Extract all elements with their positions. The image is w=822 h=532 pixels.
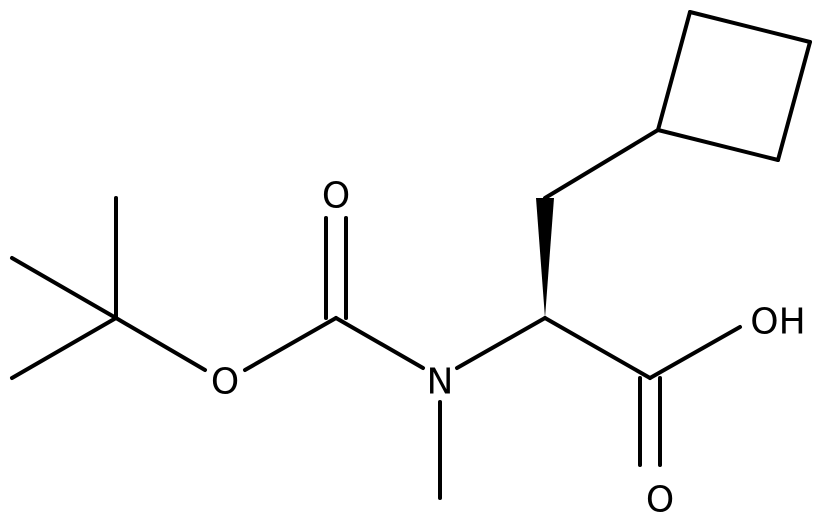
bond-alpha-to-acid-carbon bbox=[543, 316, 652, 380]
carbamate-ester-oxygen-label: O bbox=[211, 362, 239, 403]
bonds bbox=[10, 10, 812, 500]
acid-carbonyl-oxygen-label: O bbox=[646, 480, 674, 521]
bond-carbonyl-to-nitrogen bbox=[334, 316, 425, 370]
bond-acid-carbon-to-hydroxyl bbox=[648, 325, 742, 380]
bond-ester-oxygen-to-carbonyl bbox=[243, 316, 338, 372]
nitrogen-label: N bbox=[427, 362, 454, 403]
wedge-bond-stereocenter bbox=[536, 198, 554, 318]
carbamate-carbonyl-oxygen-label: O bbox=[322, 176, 350, 217]
bond-ch2-to-cyclobutyl bbox=[543, 128, 660, 200]
bond-ring-4 bbox=[656, 128, 780, 162]
atom-labels: O O N OH O bbox=[211, 176, 806, 521]
bond-ring-3 bbox=[776, 40, 812, 162]
bond-tbu-methyl-left-bottom bbox=[10, 316, 118, 380]
bond-tbu-methyl-left-top bbox=[10, 256, 118, 320]
hydroxyl-label: OH bbox=[750, 302, 805, 343]
bond-ring-2 bbox=[688, 10, 812, 44]
bond-nitrogen-to-alpha-carbon bbox=[455, 316, 547, 370]
bond-ring-1 bbox=[656, 10, 692, 132]
bond-tbu-to-ester-oxygen bbox=[114, 316, 207, 372]
